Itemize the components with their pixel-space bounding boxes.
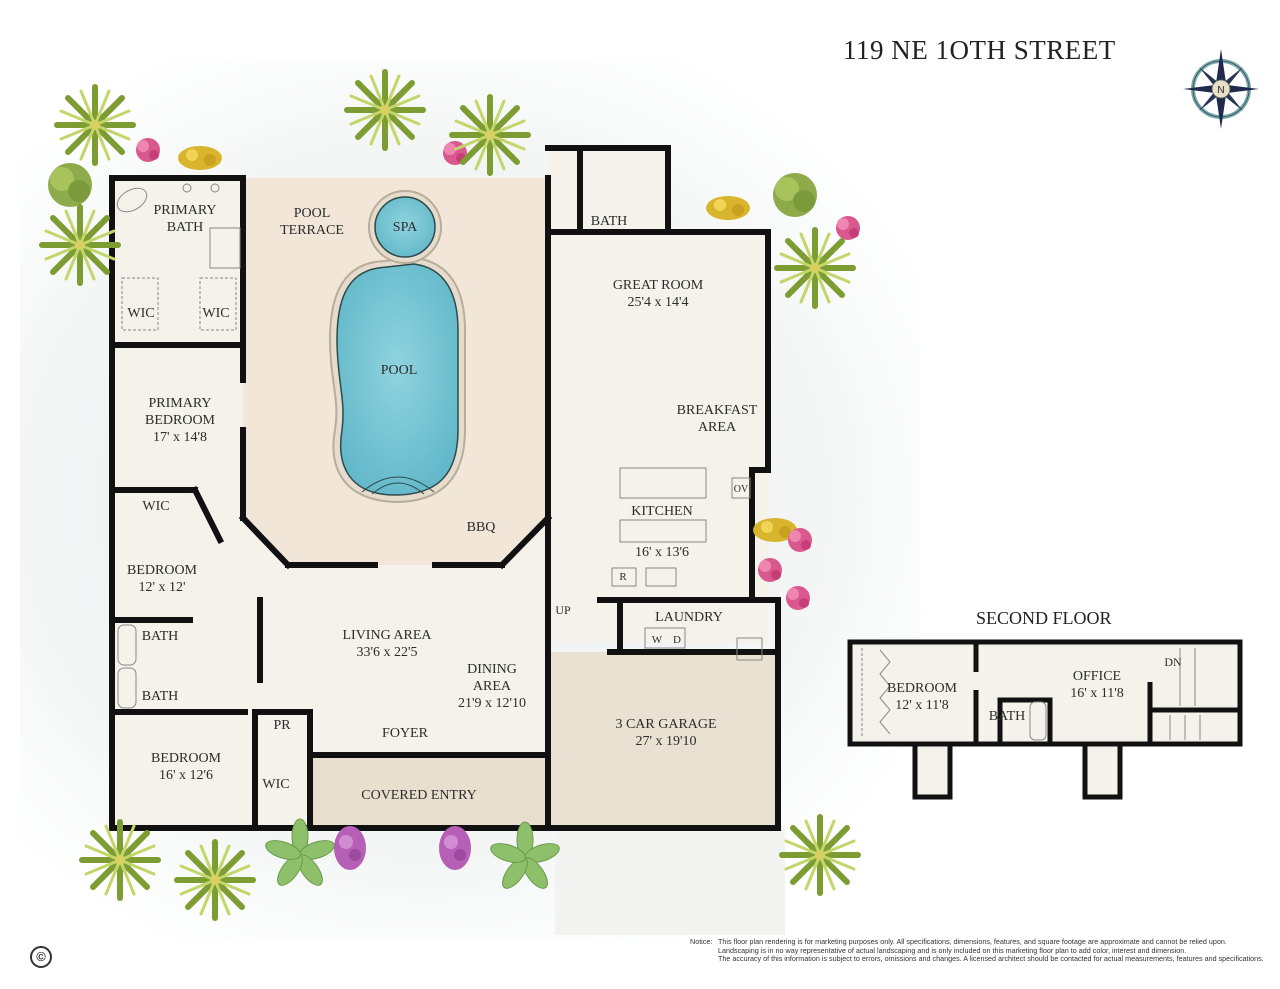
compass-rose-icon: N bbox=[1183, 49, 1259, 129]
room-label-bath: BATH bbox=[141, 629, 179, 644]
copyright-icon: © bbox=[30, 946, 52, 968]
notice-line: Landscaping is in no way representative … bbox=[718, 945, 1187, 955]
room-label-wic: WIC bbox=[142, 499, 170, 514]
room-label-bath: BATH bbox=[988, 709, 1026, 724]
room-dims-kitchen: 16' x 13'6 bbox=[634, 545, 690, 560]
notice-line: This floor plan rendering is for marketi… bbox=[718, 937, 1227, 946]
room-label-spa: SPA bbox=[392, 220, 418, 235]
appliance-label-washer: W bbox=[651, 634, 663, 646]
property-address-title: 119 NE 1OTH STREET bbox=[843, 35, 1116, 65]
svg-text:N: N bbox=[1217, 85, 1224, 96]
stairs-up-label: UP bbox=[555, 603, 571, 617]
room-label-bath: BATH bbox=[590, 214, 628, 229]
room-label-foyer: FOYER bbox=[382, 726, 428, 741]
room-label-bbq: BBQ bbox=[466, 520, 496, 535]
room-label-bath: BATH bbox=[141, 689, 179, 704]
room-label-wic: WIC bbox=[127, 306, 155, 321]
room-label-wic: WIC bbox=[262, 777, 290, 792]
notice-line: The accuracy of this information is subj… bbox=[718, 954, 1264, 964]
room-label-laundry: LAUNDRY bbox=[655, 610, 723, 625]
room-label-wic: WIC bbox=[202, 306, 230, 321]
appliance-label-refrigerator: R bbox=[619, 571, 627, 583]
notice-label: Notice: bbox=[690, 937, 713, 946]
second-floor-title: SECOND FLOOR bbox=[976, 608, 1112, 628]
appliance-label-dryer: D bbox=[673, 634, 681, 646]
room-label-kitchen: KITCHEN bbox=[631, 504, 693, 519]
stairs-down-label: DN bbox=[1164, 655, 1182, 669]
room-label-pool: POOL bbox=[380, 363, 418, 378]
appliance-label-oven: OV bbox=[733, 484, 749, 495]
room-label-covered-entry: COVERED ENTRY bbox=[361, 788, 477, 803]
room-label-powder-room: PR bbox=[273, 718, 291, 733]
